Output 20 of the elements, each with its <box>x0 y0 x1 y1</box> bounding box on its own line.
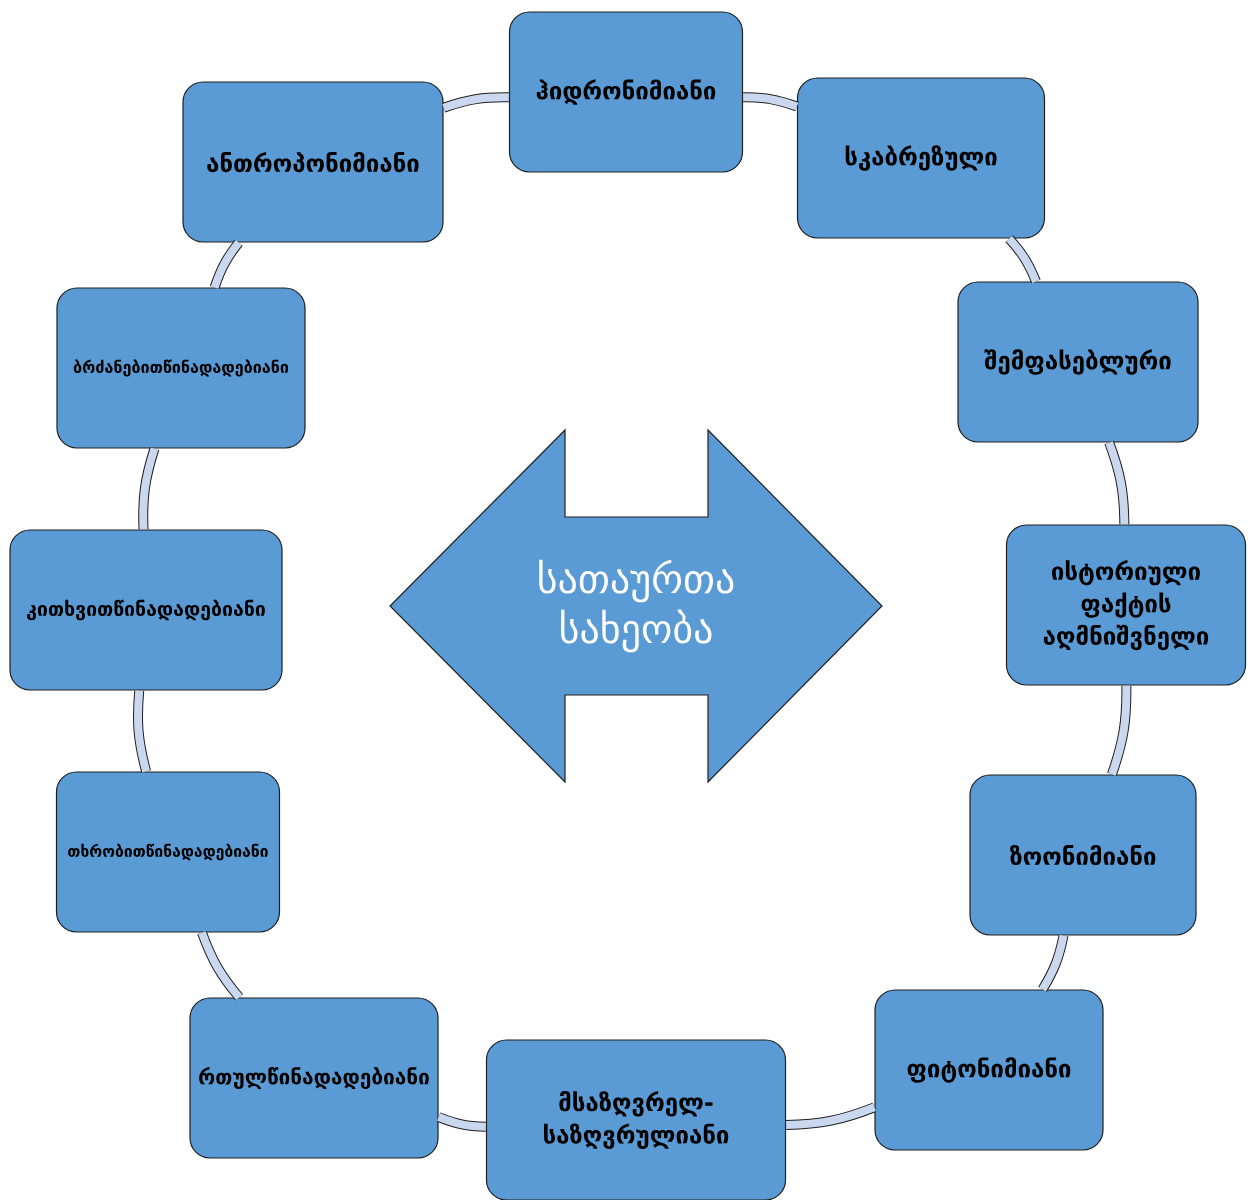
connector-band <box>442 92 509 113</box>
rounded-box: ფიტონიმიანი <box>874 989 1104 1151</box>
connector-band <box>743 92 799 112</box>
rounded-box: ჰიდრონიმიანი <box>508 11 744 173</box>
rounded-box: ბრძანებითწინადადებიანი <box>56 287 306 449</box>
rounded-box: თხრობითწინადადებიანი <box>55 771 281 933</box>
rounded-box: ისტორიული ფაქტის აღმნიშვნელი <box>1005 524 1247 686</box>
connector-band <box>785 1102 877 1131</box>
connector-band <box>1005 235 1041 284</box>
rounded-box: რთულწინადადებიანი <box>189 997 439 1159</box>
rounded-box: ზოონიმიანი <box>969 774 1197 936</box>
connector-band <box>209 239 243 290</box>
connector-band <box>197 930 244 1001</box>
connector-band <box>1038 934 1069 992</box>
rounded-box: სკაბრეზული <box>796 77 1046 239</box>
rounded-box: ანთროპონიმიანი <box>182 81 444 243</box>
rounded-box: კითხვითწინადადებიანი <box>9 529 283 691</box>
connector-band <box>436 1112 487 1132</box>
rounded-box: შემფასებლური <box>957 281 1199 443</box>
rounded-box: მსაზღვრელ- საზღვრულიანი <box>485 1039 787 1200</box>
